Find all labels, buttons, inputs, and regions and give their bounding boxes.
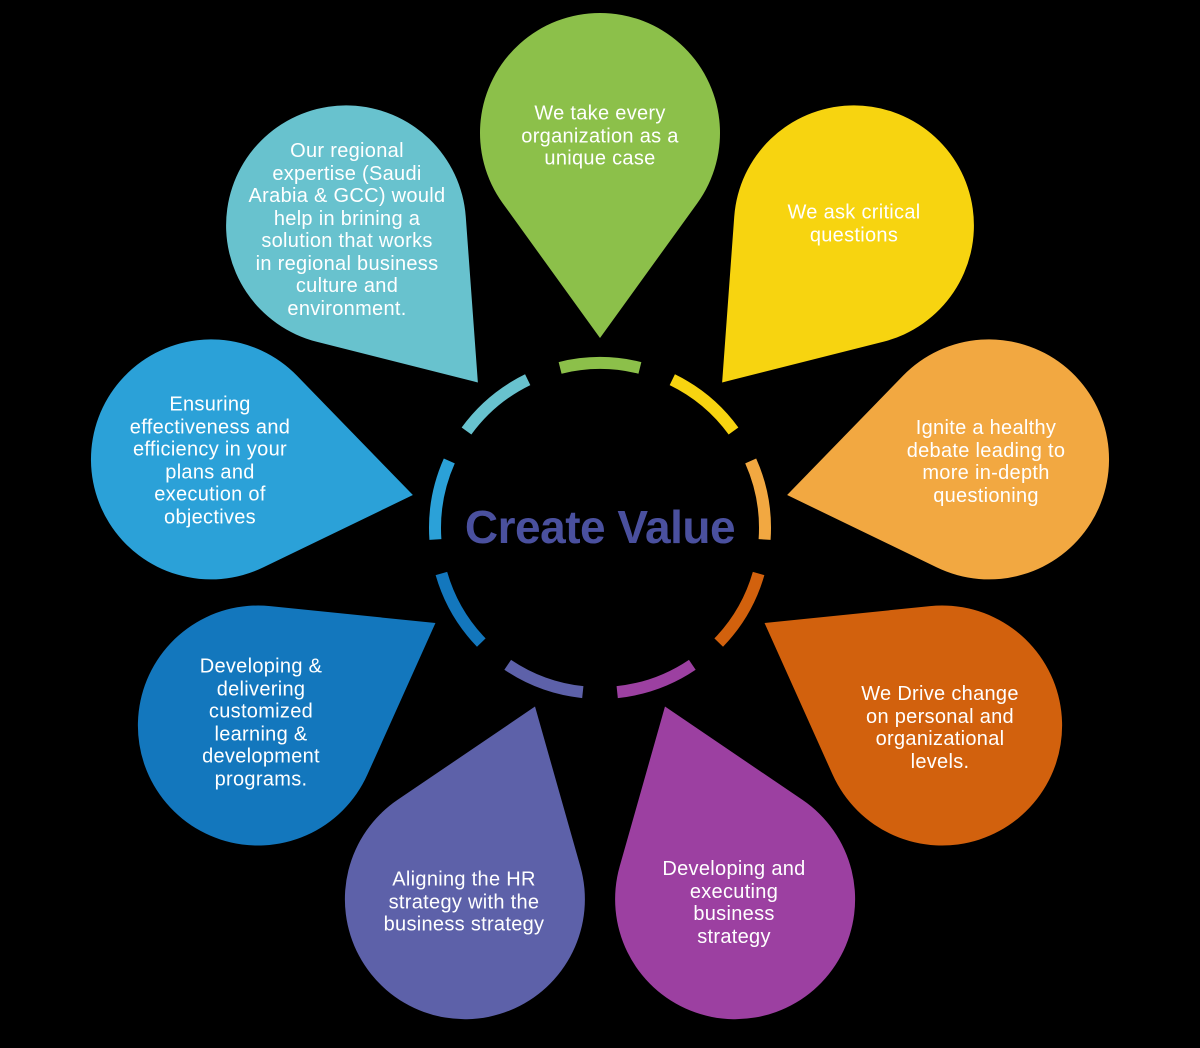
petal-text-hr-strategy: Aligning the HR strategy with the busine… [383,868,545,936]
center-ring [429,357,771,699]
ring-arc-learning-programs [435,571,486,647]
petal-business-strategy [615,706,856,1020]
ring-arc-critical-questions [669,374,739,435]
ring-arc-drive-change [714,571,765,647]
petal-regional-expertise [226,105,478,383]
petal-text-healthy-debate: Ignite a healthy debate leading to more … [906,417,1066,507]
petal-critical-questions [722,105,974,383]
petal-text-learning-programs: Developing & delivering customized learn… [199,655,323,791]
petal-shapes [91,12,1109,1020]
petal-unique-case [480,12,720,339]
center-label: Create Value [464,501,736,553]
petal-text-effectiveness: Ensuring effectiveness and efficiency in… [129,393,291,529]
petal-text-business-strategy: Developing and executing business strate… [662,858,806,948]
petal-learning-programs [137,605,436,846]
petal-text-critical-questions: We ask critical questions [787,201,921,247]
petal-text-regional-expertise: Our regional expertise (Saudi Arabia & G… [248,140,446,320]
petal-text-unique-case: We take every organization as a unique c… [521,102,679,170]
ring-arc-healthy-debate [745,458,771,540]
ring-arc-business-strategy [616,659,696,699]
petal-healthy-debate [787,339,1109,580]
ring-arc-unique-case [558,357,642,374]
petal-effectiveness [91,339,413,580]
petal-text-drive-change: We Drive change on personal and organiza… [861,683,1019,773]
ring-arc-regional-expertise [461,374,531,435]
petal-hr-strategy [344,706,585,1020]
ring-arc-effectiveness [429,458,455,540]
petal-drive-change [764,605,1063,846]
ring-arc-hr-strategy [504,659,584,699]
